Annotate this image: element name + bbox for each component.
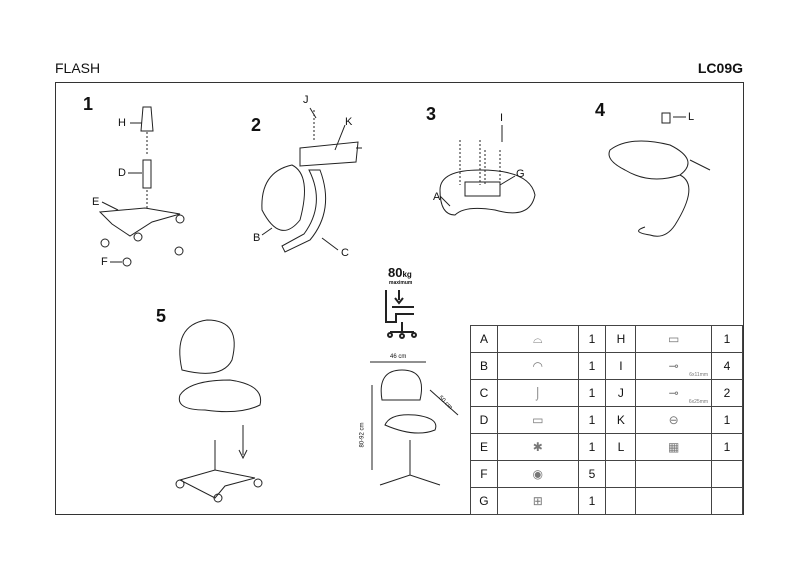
- part-id: E: [470, 433, 498, 461]
- empty-cell: [605, 460, 637, 488]
- part-image-icon: ▭: [496, 406, 579, 434]
- part-id: A: [470, 325, 498, 353]
- label-e: E: [92, 196, 100, 208]
- step5-drawing: [175, 319, 263, 503]
- part-qty: 1: [711, 406, 743, 434]
- part-qty: 1: [577, 487, 607, 515]
- empty-cell: [635, 487, 713, 515]
- load-caption: maximum: [389, 280, 413, 286]
- load-capacity: 80kg: [388, 265, 412, 280]
- table-row: G ⊞ 1: [470, 487, 743, 515]
- part-image-icon: ⌓: [496, 325, 579, 353]
- label-k: K: [345, 116, 353, 128]
- part-size: 6x11mm: [689, 372, 709, 378]
- part-id: G: [470, 487, 498, 515]
- step2-drawing: [261, 107, 362, 253]
- part-image-icon: ◉: [496, 460, 579, 488]
- label-a: A: [433, 191, 441, 203]
- label-j: J: [303, 94, 309, 106]
- product-code: LC09G: [697, 60, 743, 76]
- part-image-icon: ⊖: [635, 406, 713, 434]
- part-image-icon: ⊞: [496, 487, 579, 515]
- part-size: 6x25mm: [688, 399, 709, 405]
- part-id: I: [605, 352, 637, 380]
- product-name: FLASH: [55, 60, 101, 76]
- label-h: H: [118, 117, 126, 129]
- part-qty: 1: [711, 325, 743, 353]
- part-id: C: [470, 379, 498, 407]
- empty-cell: [635, 460, 713, 488]
- step1-drawing: [98, 106, 185, 267]
- label-b: B: [253, 232, 261, 244]
- part-id: D: [470, 406, 498, 434]
- part-qty: 1: [577, 406, 607, 434]
- part-image-icon: ◠: [496, 352, 579, 380]
- dimension-drawing: [370, 361, 459, 486]
- empty-cell: [605, 487, 637, 515]
- part-image-icon: ▦: [635, 433, 713, 461]
- step-2-number: 2: [251, 115, 262, 135]
- label-d: D: [118, 167, 126, 179]
- part-qty: 1: [577, 325, 607, 353]
- part-id: K: [605, 406, 637, 434]
- empty-cell: [711, 487, 743, 515]
- label-g: G: [516, 168, 525, 180]
- step-3-number: 3: [426, 104, 437, 124]
- load-value: 80: [388, 265, 403, 280]
- part-qty: 1: [577, 352, 607, 380]
- step-1-number: 1: [83, 94, 94, 114]
- load-unit: kg: [402, 270, 412, 279]
- instruction-frame: [55, 82, 744, 515]
- table-row: F ◉ 5: [470, 460, 743, 488]
- part-qty: 1: [711, 433, 743, 461]
- label-f: F: [101, 256, 108, 268]
- empty-cell: [711, 460, 743, 488]
- step3-drawing: [439, 125, 536, 216]
- part-id: H: [605, 325, 637, 353]
- step-5-number: 5: [156, 306, 167, 326]
- part-image-icon: ✱: [496, 433, 579, 461]
- label-i: I: [500, 112, 504, 124]
- dimension-height: 80-92 cm: [359, 422, 366, 448]
- part-image-icon: ⊸6x25mm: [635, 379, 713, 407]
- step-4-number: 4: [595, 100, 606, 120]
- part-image-icon: ⌡: [496, 379, 579, 407]
- step4-drawing: [608, 112, 711, 237]
- part-id: J: [605, 379, 637, 407]
- part-qty: 5: [577, 460, 607, 488]
- part-qty: 1: [577, 379, 607, 407]
- part-id: B: [470, 352, 498, 380]
- part-qty: 4: [711, 352, 743, 380]
- part-qty: 1: [577, 433, 607, 461]
- part-id: F: [470, 460, 498, 488]
- part-image-icon: ⊸6x11mm: [635, 352, 713, 380]
- part-id: L: [605, 433, 637, 461]
- label-l: L: [688, 111, 695, 123]
- dimension-width: 46 cm: [390, 354, 407, 360]
- load-icon: [385, 290, 417, 339]
- part-image-icon: ▭: [635, 325, 713, 353]
- part-qty: 2: [711, 379, 743, 407]
- label-c: C: [341, 247, 349, 259]
